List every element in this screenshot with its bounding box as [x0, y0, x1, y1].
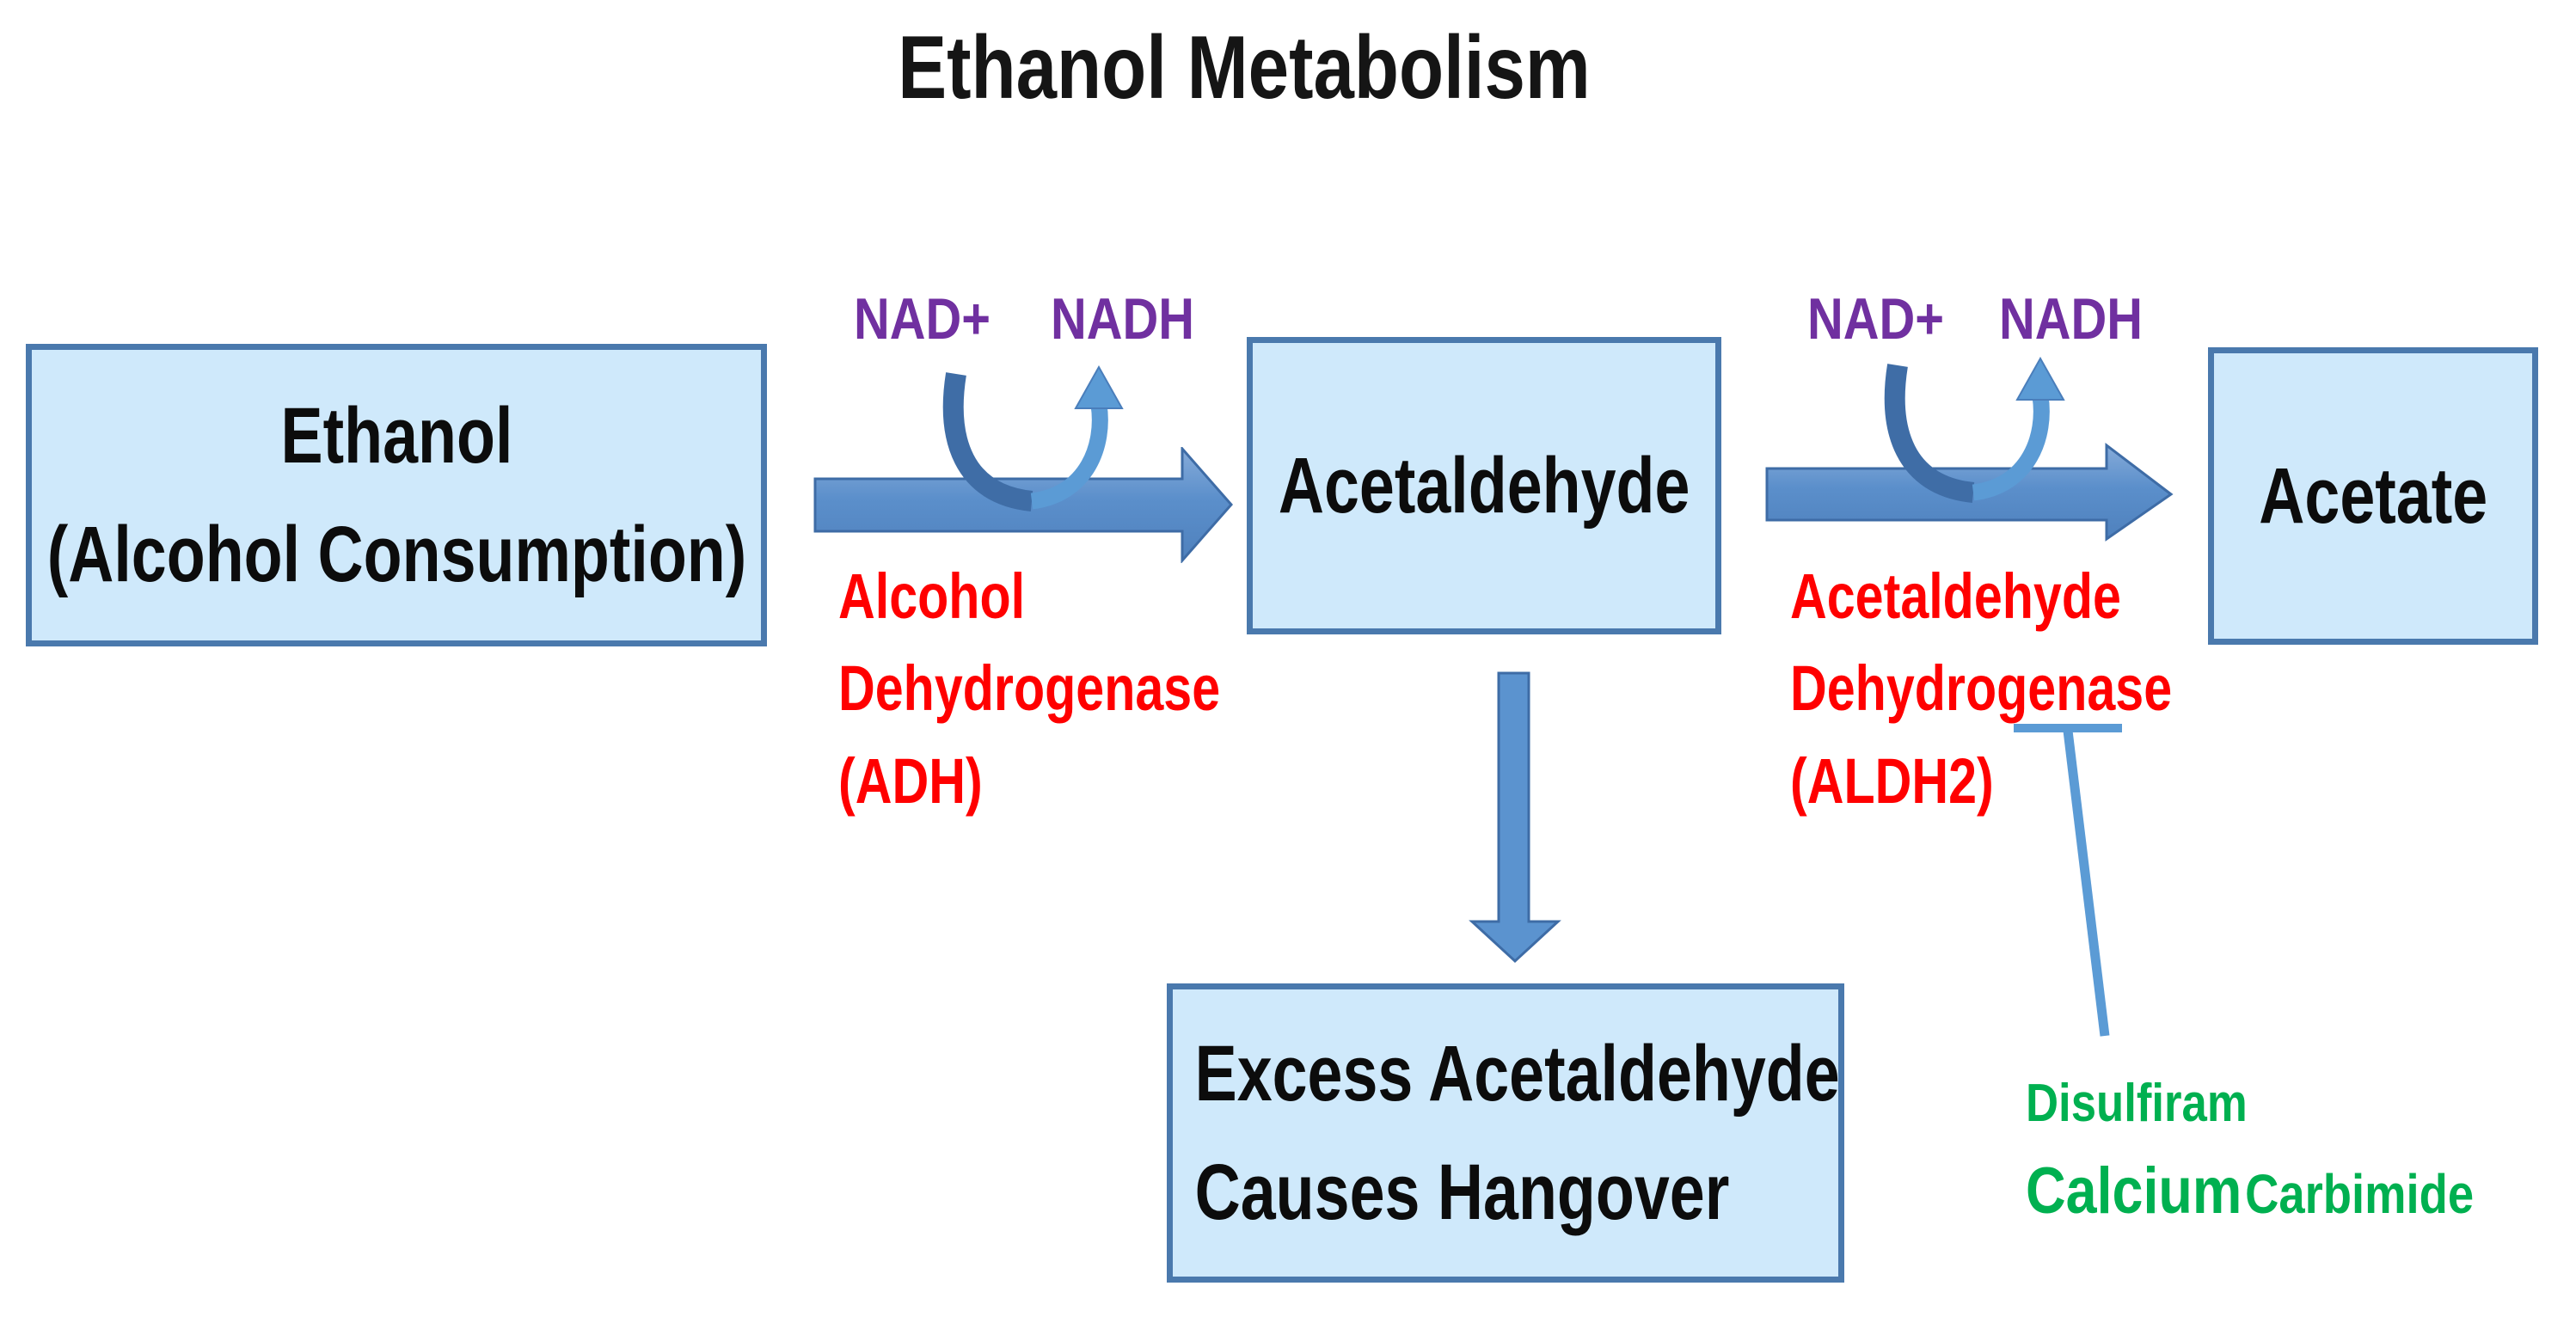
hangover-line1: Excess Acetaldehyde [1194, 1030, 1840, 1118]
carbimide-label: Carbimide [2245, 1163, 2475, 1225]
ethanol-sublabel: (Alcohol Consumption) [46, 511, 746, 598]
adh-enzyme-line3: (ADH) [838, 744, 983, 817]
acetate-label: Acetate [2259, 452, 2487, 540]
calcium-carbimide-label: Calcium Carbimide [2026, 1154, 2474, 1228]
nad-cycle-arrow-icon [942, 365, 1124, 511]
aldh2-enzyme-line2: Dehydrogenase [1790, 652, 2173, 725]
calcium-label: Calcium [2026, 1154, 2242, 1228]
ethanol-box-text: Ethanol (Alcohol Consumption) [46, 377, 746, 614]
adh-enzyme-label: Alcohol Dehydrogenase (ADH) [838, 550, 1220, 827]
nad-plus-label: NAD+ [1807, 286, 1944, 352]
ethanol-label: Ethanol [280, 392, 512, 480]
adh-enzyme-line1: Alcohol [838, 560, 1026, 632]
diagram-title: Ethanol Metabolism [898, 18, 1591, 118]
acetaldehyde-box: Acetaldehyde [1247, 337, 1721, 634]
disulfiram-label: Disulfiram [2026, 1074, 2248, 1133]
hangover-box: Excess Acetaldehyde Causes Hangover [1167, 983, 1844, 1283]
hangover-box-text: Excess Acetaldehyde Causes Hangover [1173, 1014, 1840, 1252]
aldh2-enzyme-line1: Acetaldehyde [1790, 560, 2121, 632]
nad-plus-label: NAD+ [854, 286, 991, 352]
ethanol-box: Ethanol (Alcohol Consumption) [26, 344, 767, 646]
acetaldehyde-label: Acetaldehyde [1278, 442, 1690, 530]
aldh2-enzyme-line3: (ALDH2) [1790, 744, 1994, 817]
nadh-label: NADH [1999, 286, 2143, 352]
hangover-down-arrow-icon [1469, 671, 1561, 964]
nadh-label: NADH [1051, 286, 1194, 352]
nad-cycle-arrow-icon [1884, 357, 2065, 503]
adh-enzyme-line2: Dehydrogenase [838, 652, 1221, 725]
inhibition-tbar-icon [2014, 724, 2122, 1037]
hangover-line2: Causes Hangover [1194, 1148, 1730, 1236]
aldh2-enzyme-label: Acetaldehyde Dehydrogenase (ALDH2) [1790, 550, 2172, 827]
acetate-box: Acetate [2208, 347, 2538, 645]
